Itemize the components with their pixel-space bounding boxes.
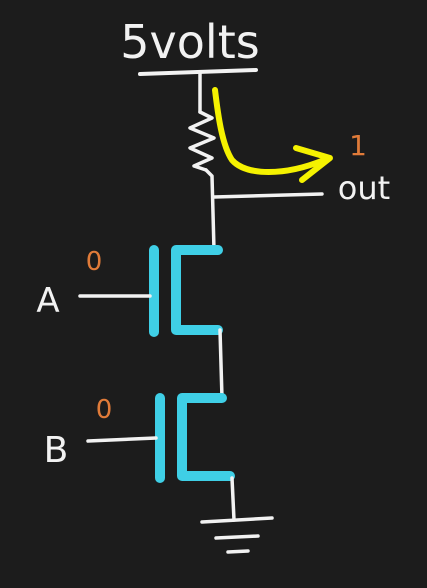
output-node-wire — [204, 168, 216, 252]
input-a-logic-value: 0 — [86, 247, 103, 277]
input-a-label: A — [36, 281, 59, 321]
transistor-b — [155, 393, 235, 483]
supply-rail — [138, 68, 258, 76]
output-label: out — [338, 169, 390, 207]
current-arrow-head — [293, 145, 333, 183]
transistor-a — [149, 245, 223, 337]
output-wire — [212, 192, 324, 199]
output-logic-value: 1 — [349, 129, 367, 162]
pull-up-resistor — [188, 110, 216, 172]
ground-wire — [230, 476, 236, 522]
transistor-a-channel — [171, 245, 223, 335]
ground-symbol — [200, 516, 274, 554]
input-b-logic-value: 0 — [96, 395, 113, 425]
current-flow-arrow — [212, 87, 327, 175]
input-b-wire — [86, 436, 158, 443]
supply-voltage-label: 5volts — [120, 15, 259, 69]
series-wire — [218, 328, 224, 400]
input-b-label: B — [44, 430, 69, 471]
transistor-b-channel — [177, 393, 235, 481]
